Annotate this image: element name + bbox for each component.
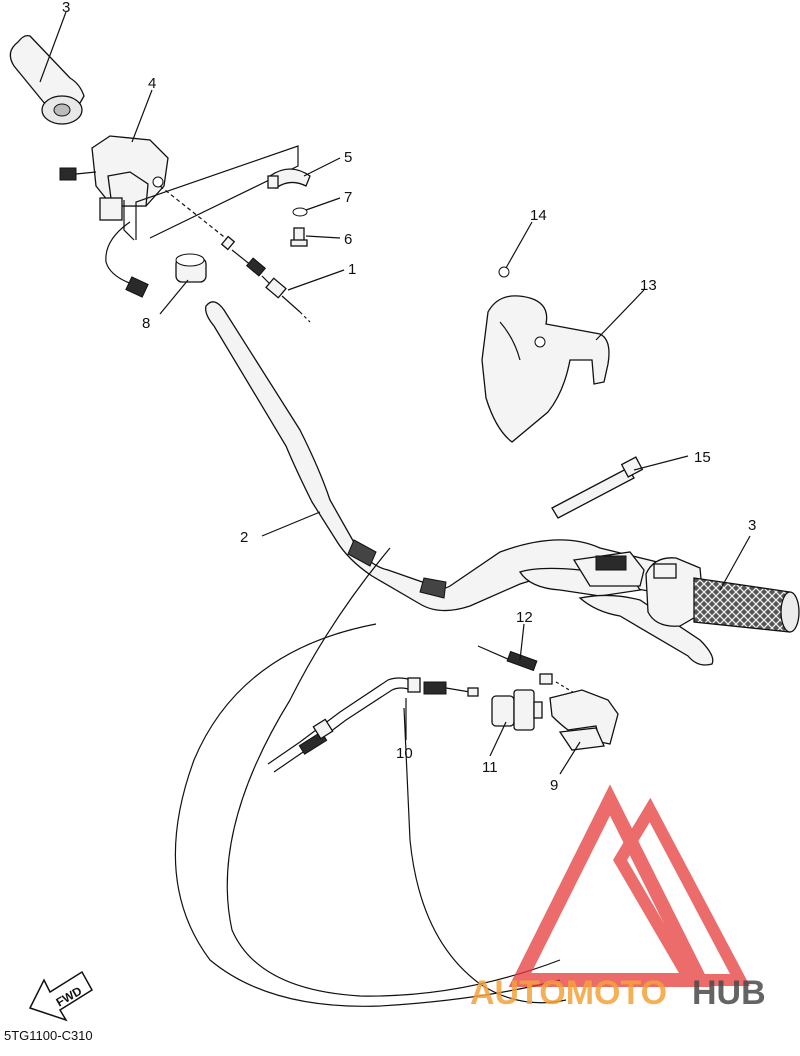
callout-10: 10 bbox=[396, 745, 413, 762]
right-grip bbox=[693, 577, 800, 633]
right-lever-assembly bbox=[518, 551, 714, 666]
collar bbox=[175, 253, 207, 283]
callout-5: 5 bbox=[344, 149, 352, 166]
throttle-cable bbox=[159, 185, 311, 323]
bolt bbox=[290, 227, 308, 247]
callout-9: 9 bbox=[550, 777, 558, 794]
long-cables bbox=[174, 547, 567, 1007]
cover-cap bbox=[498, 266, 510, 278]
callout-14: 14 bbox=[530, 207, 547, 224]
svg-text:HUB: HUB bbox=[692, 974, 766, 1012]
callout-11: 11 bbox=[482, 759, 498, 776]
callout-8: 8 bbox=[142, 315, 150, 332]
leader-lines bbox=[39, 11, 751, 775]
cable-end bbox=[477, 645, 577, 695]
lever-holder bbox=[549, 689, 619, 751]
callout-1: 1 bbox=[348, 261, 356, 278]
callout-3-right: 3 bbox=[748, 517, 756, 534]
callout-2: 2 bbox=[240, 529, 248, 546]
callout-15: 15 bbox=[694, 449, 711, 466]
diagram-code: 5TG1100-C310 bbox=[4, 1028, 93, 1043]
callout-6: 6 bbox=[344, 231, 352, 248]
svg-text:AUTOMOTO: AUTOMOTO bbox=[470, 974, 667, 1012]
callout-4: 4 bbox=[148, 75, 156, 92]
handlebar-cover bbox=[481, 295, 610, 443]
left-grip bbox=[9, 34, 85, 125]
watermark-logo bbox=[508, 784, 750, 987]
cable-tie bbox=[551, 456, 644, 519]
fwd-arrow: FWD bbox=[28, 970, 94, 1022]
handlebar-switch bbox=[59, 135, 169, 241]
callout-7: 7 bbox=[344, 189, 352, 206]
callout-labels: 3 4 5 7 6 1 8 14 13 15 2 3 12 10 11 9 bbox=[62, 0, 756, 794]
callout-13: 13 bbox=[640, 277, 657, 294]
cable-adjuster bbox=[491, 689, 543, 731]
washer bbox=[292, 207, 308, 217]
watermark-text: AUTOMOTO HUB bbox=[470, 974, 766, 1012]
callout-3-left: 3 bbox=[62, 0, 70, 16]
callout-12: 12 bbox=[516, 609, 533, 626]
clutch-cable bbox=[267, 677, 479, 773]
clamp bbox=[267, 168, 311, 189]
